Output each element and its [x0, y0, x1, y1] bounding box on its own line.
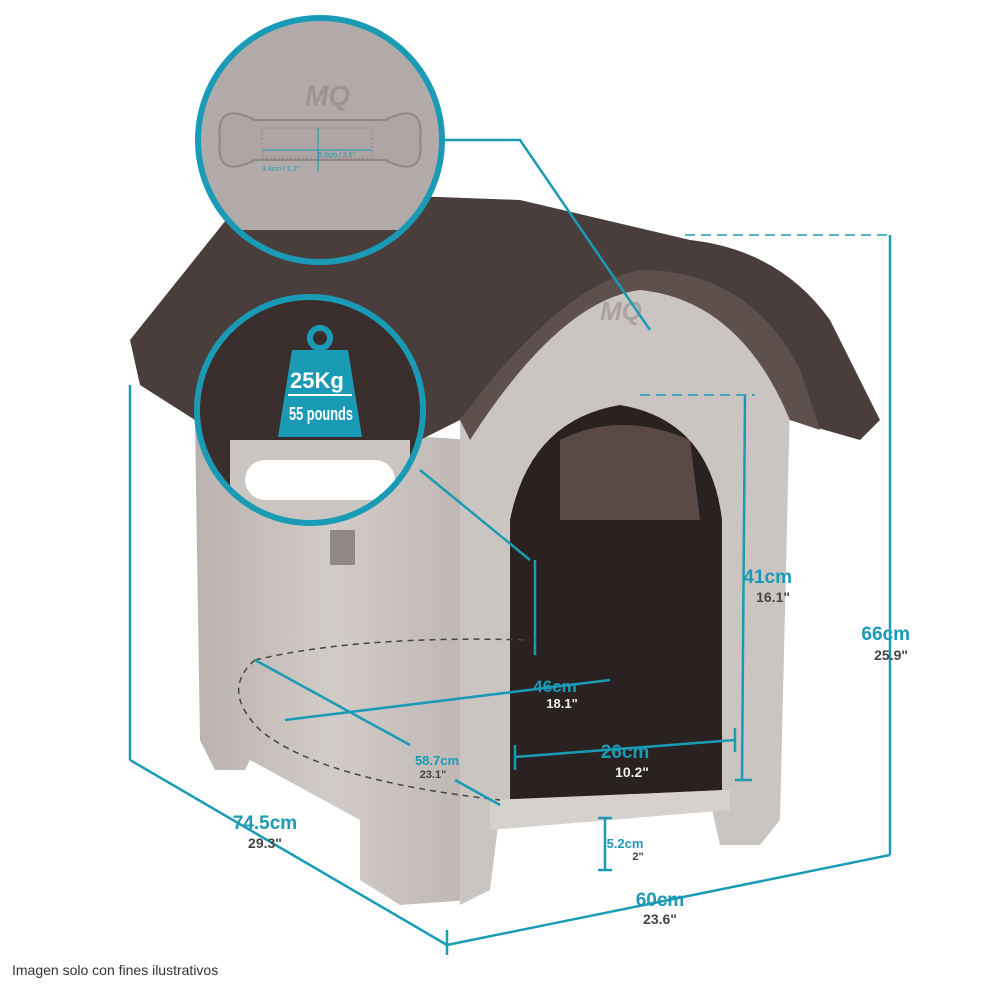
- inner-width-cm: 58.7cm: [415, 753, 459, 768]
- total-width-cm: 60cm: [636, 890, 685, 911]
- inner-width-in: 23.1": [420, 769, 447, 781]
- weight-pounds: 55 pounds: [289, 404, 353, 424]
- total-depth-cm: 74.5cm: [233, 813, 297, 834]
- doghouse-body: [195, 290, 790, 905]
- brand-logo-detail: MQ: [305, 80, 350, 111]
- inner-depth-cm: 46cm: [533, 677, 576, 696]
- weight-icon: [307, 325, 333, 351]
- dimension-lines: [128, 138, 892, 955]
- total-width-in: 23.6": [643, 911, 677, 927]
- caption: Imagen solo con fines ilustrativos: [12, 962, 218, 978]
- floor-clearance-in: 2": [632, 851, 643, 863]
- nameplate-height: 3.4cm / 1.3": [262, 166, 300, 173]
- floor-outline: [238, 638, 531, 801]
- door-width-cm: 26cm: [601, 742, 650, 763]
- nameplate-detail-callout: MQ 9.3cm / 3.6" 3.4cm / 1.3": [195, 15, 445, 265]
- bone-nameplate: [218, 112, 422, 168]
- weight-kg: 25Kg: [290, 368, 344, 393]
- door-width-in: 10.2": [615, 764, 649, 780]
- inner-depth-in: 18.1": [546, 696, 577, 711]
- door-height-cm: 41cm: [743, 567, 792, 588]
- total-height-cm: 66cm: [861, 624, 910, 645]
- nameplate-width: 9.3cm / 3.6": [318, 152, 356, 159]
- door-height-in: 16.1": [756, 589, 790, 605]
- weight-detail-callout: 25Kg 55 pounds: [194, 294, 426, 526]
- total-depth-in: 29.3": [248, 835, 282, 851]
- total-height-in: 25.9": [874, 647, 908, 663]
- brand-logo-house: MQ: [600, 296, 642, 326]
- floor-clearance-cm: 5.2cm: [607, 836, 644, 851]
